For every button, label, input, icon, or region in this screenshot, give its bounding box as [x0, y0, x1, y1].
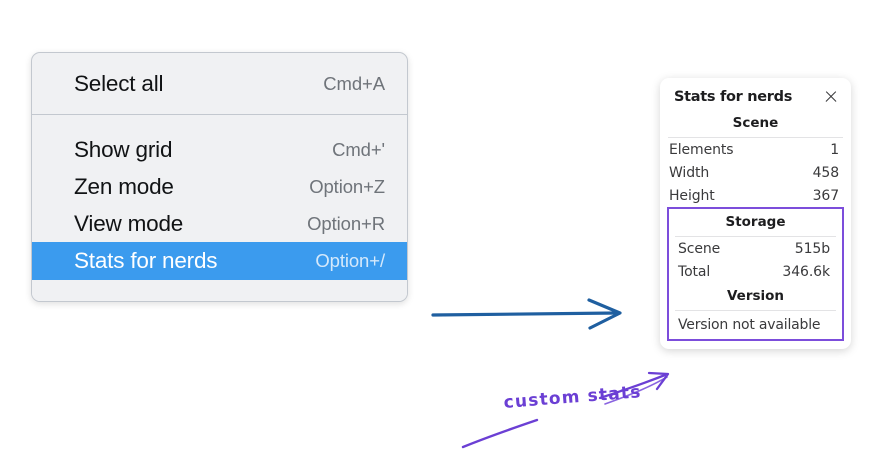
stats-row-storage-scene: Scene 515b	[669, 237, 842, 260]
stats-row-value: 367	[812, 188, 840, 204]
callout-label: custom stats	[503, 382, 643, 413]
menu-section-secondary: Show grid Cmd+' Zen mode Option+Z View m…	[32, 115, 407, 280]
menu-item-zen-mode[interactable]: Zen mode Option+Z	[32, 168, 407, 205]
stats-for-nerds-panel: Stats for nerds Scene Elements 1 Width 4…	[660, 78, 851, 349]
menu-item-shortcut: Option+/	[315, 250, 385, 271]
menu-item-label: Zen mode	[74, 173, 174, 199]
menu-section-primary: Select all Cmd+A	[32, 53, 407, 114]
storage-divider	[675, 236, 836, 237]
menu-item-shortcut: Option+Z	[309, 175, 385, 197]
stats-row-key: Elements	[669, 142, 734, 158]
stats-row-key: Width	[669, 165, 710, 181]
custom-stats-highlight-box: Storage Scene 515b Total 346.6k Version …	[667, 207, 844, 341]
stats-row-key: Height	[669, 188, 715, 204]
stats-row-value: 458	[812, 165, 840, 181]
stats-row-value: 346.6k	[782, 264, 830, 280]
storage-section-heading: Storage	[725, 214, 786, 230]
close-icon[interactable]	[823, 89, 839, 105]
stats-row-value: 515b	[794, 241, 830, 257]
scene-section-heading: Scene	[732, 115, 779, 131]
menu-item-label: Stats for nerds	[74, 248, 218, 273]
scene-divider	[668, 137, 843, 138]
version-section-heading: Version	[726, 288, 785, 304]
stats-panel-title: Stats for nerds	[674, 89, 793, 105]
stats-panel-header: Stats for nerds	[660, 78, 851, 110]
menu-bottom-padding	[32, 280, 407, 301]
menu-item-label: View mode	[74, 210, 184, 236]
menu-item-shortcut: Cmd+'	[332, 138, 385, 160]
stats-row-key: Scene	[678, 241, 721, 257]
callout-underline-stroke	[461, 418, 539, 449]
stats-row-height: Height 367	[660, 184, 851, 207]
stats-row-value: 1	[830, 142, 839, 158]
stats-panel-body: Scene Elements 1 Width 458 Height 367 St…	[660, 110, 851, 349]
menu-item-show-grid[interactable]: Show grid Cmd+'	[32, 131, 407, 168]
stats-row-width: Width 458	[660, 161, 851, 184]
stats-row-key: Total	[678, 264, 711, 280]
version-note: Version not available	[678, 317, 821, 333]
stats-row-elements: Elements 1	[660, 138, 851, 161]
menu-item-shortcut: Cmd+A	[323, 73, 385, 94]
menu-item-label: Select all	[74, 71, 164, 96]
menu-item-view-mode[interactable]: View mode Option+R	[32, 205, 407, 242]
menu-item-stats-for-nerds[interactable]: Stats for nerds Option+/	[32, 242, 407, 280]
version-divider	[675, 310, 836, 311]
menu-item-shortcut: Option+R	[307, 212, 385, 234]
stats-row-storage-total: Total 346.6k	[669, 260, 842, 283]
menu-item-select-all[interactable]: Select all Cmd+A	[32, 65, 407, 103]
menu-separator	[32, 114, 407, 115]
blue-flow-arrow	[431, 298, 622, 330]
canvas-context-menu[interactable]: Select all Cmd+A Show grid Cmd+' Zen mod…	[31, 52, 408, 302]
menu-item-label: Show grid	[74, 136, 173, 162]
